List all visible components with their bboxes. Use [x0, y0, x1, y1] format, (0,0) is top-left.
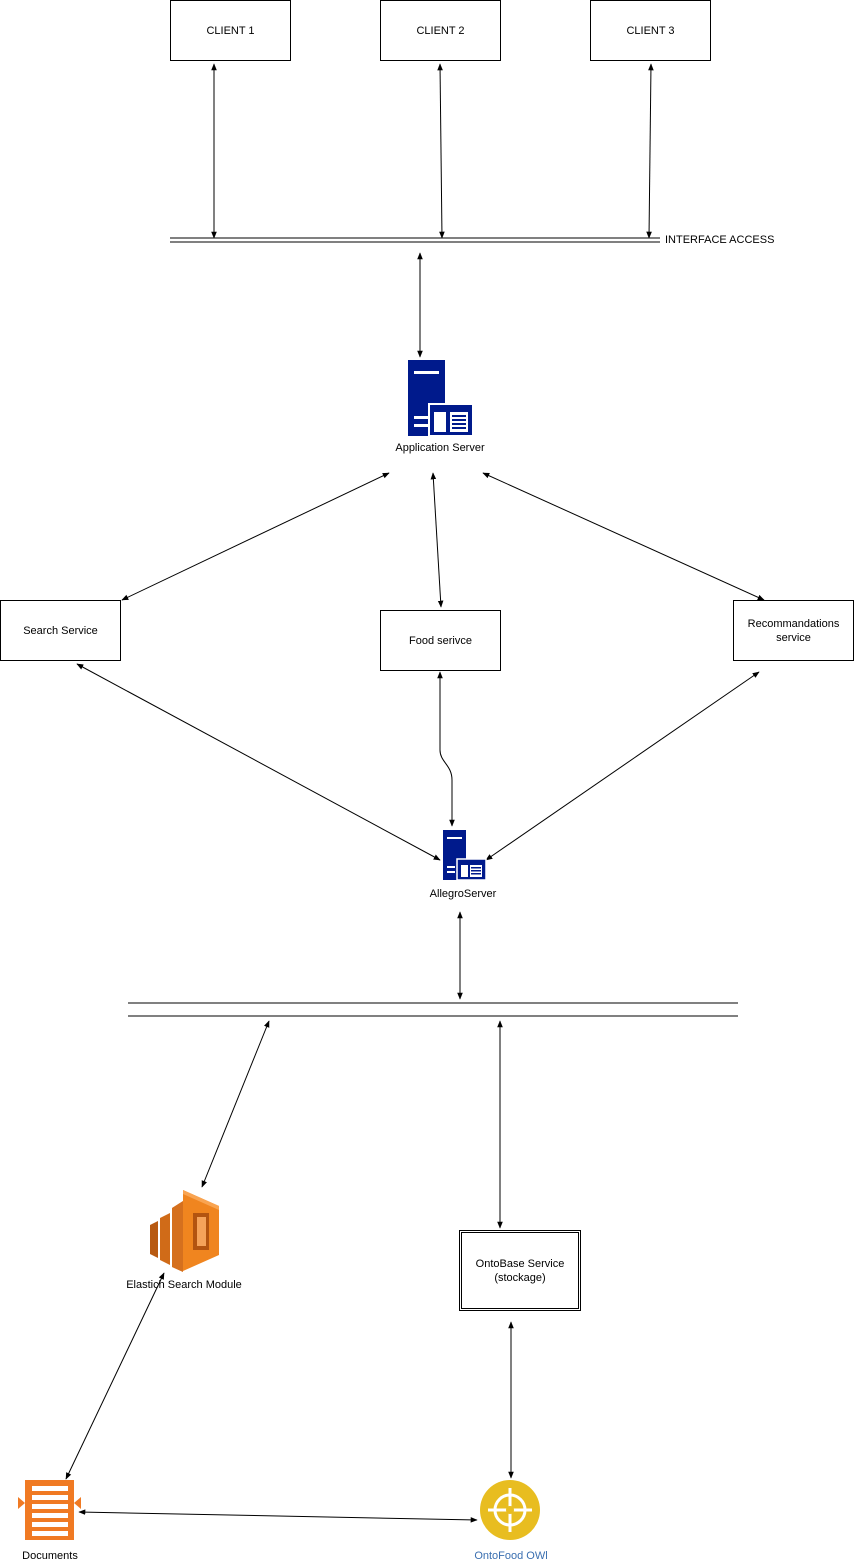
connector-elastic-documents: [65, 1272, 165, 1480]
ontofood-label: OntoFood OWl: [474, 1550, 548, 1562]
interface-access-bus: [170, 237, 660, 243]
allegro-server-label: AllegroServer: [429, 888, 497, 900]
crosshair-icon: [480, 1480, 540, 1540]
client-3-label: CLIENT 3: [626, 24, 675, 37]
search-service-box[interactable]: Search Service: [0, 600, 121, 661]
connector-recommendations-allegro: [485, 671, 760, 861]
food-service-label: Food serivce: [409, 634, 472, 647]
client-3-box[interactable]: CLIENT 3: [590, 0, 711, 61]
documents-label: Documents: [22, 1550, 78, 1562]
application-server-label: Application Server: [395, 442, 485, 454]
data-bus: [128, 1002, 738, 1017]
client-1-box[interactable]: CLIENT 1: [170, 0, 291, 61]
connector-search-allegro: [76, 663, 441, 861]
ontobase-service-box[interactable]: OntoBase Service (stockage): [459, 1230, 581, 1311]
application-server-icon: [408, 360, 474, 437]
documents-icon: [18, 1480, 81, 1540]
connector-client2-bus: [437, 63, 445, 239]
connector-appserver-search: [121, 472, 390, 601]
elastic-search-label: Elastich Search Module: [126, 1279, 242, 1291]
connector-bus-elastic: [201, 1020, 270, 1188]
recommendations-service-label: Recommandations service: [747, 617, 840, 644]
client-2-box[interactable]: CLIENT 2: [380, 0, 501, 61]
ontobase-service-label: OntoBase Service (stockage): [475, 1257, 565, 1284]
connector-documents-ontofood: [78, 1509, 478, 1523]
connector-client3-bus: [646, 63, 654, 239]
connector-appserver-food: [430, 472, 444, 608]
search-service-label: Search Service: [23, 624, 98, 637]
client-1-label: CLIENT 1: [206, 24, 255, 37]
elasticsearch-icon: [150, 1190, 219, 1272]
client-2-label: CLIENT 2: [416, 24, 465, 37]
interface-access-label: INTERFACE ACCESS: [665, 234, 775, 246]
connector-food-allegro: [437, 671, 455, 827]
food-service-box[interactable]: Food serivce: [380, 610, 501, 671]
recommendations-service-box[interactable]: Recommandations service: [733, 600, 854, 661]
connector-appserver-recommendations: [482, 472, 765, 601]
allegro-server-icon: [443, 830, 487, 881]
